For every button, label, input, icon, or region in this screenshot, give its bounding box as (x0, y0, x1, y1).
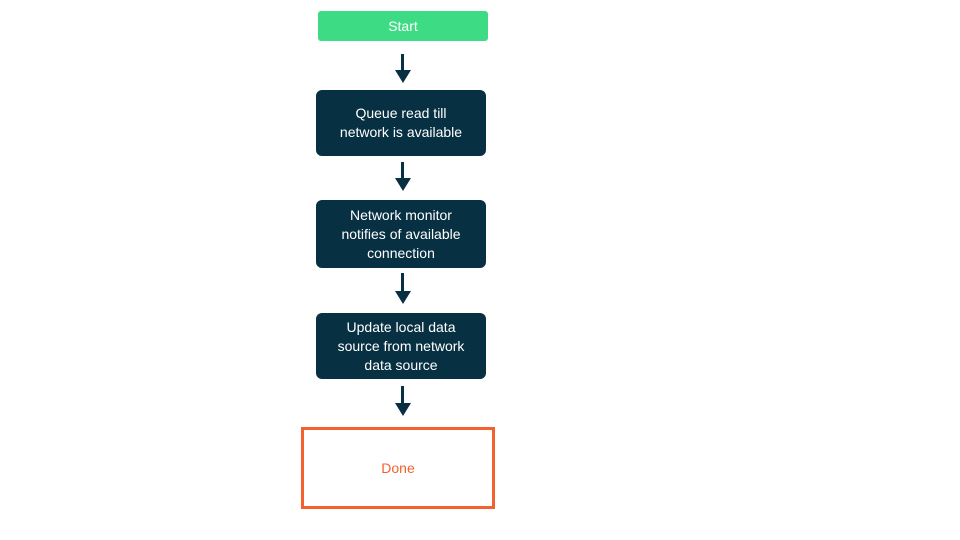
node-label-start: Start (388, 17, 418, 34)
arrow-stem (401, 273, 404, 291)
flowchart-node-start: Start (318, 11, 488, 41)
arrow-down-icon (394, 386, 411, 416)
arrow-down-icon (394, 54, 411, 83)
arrow-down-icon (394, 162, 411, 191)
node-label-done: Done (381, 459, 415, 476)
flowchart-node-update-local: Update local data source from network da… (316, 313, 486, 379)
node-label-update-local: Update local data source from network da… (337, 318, 465, 373)
arrow-stem (401, 54, 404, 70)
arrow-head (394, 178, 411, 191)
arrow-head (394, 291, 411, 304)
arrow-down-icon (394, 273, 411, 304)
arrow-head (394, 70, 411, 83)
arrow-stem (401, 162, 404, 178)
arrow-head (394, 403, 411, 416)
flowchart-node-network-monitor: Network monitor notifies of available co… (316, 200, 486, 268)
node-label-network-monitor: Network monitor notifies of available co… (341, 206, 461, 261)
node-label-queue-read: Queue read till network is available (339, 105, 463, 140)
flowchart-node-done: Done (301, 427, 495, 509)
arrow-stem (401, 386, 404, 403)
flowchart-node-queue-read: Queue read till network is available (316, 90, 486, 156)
